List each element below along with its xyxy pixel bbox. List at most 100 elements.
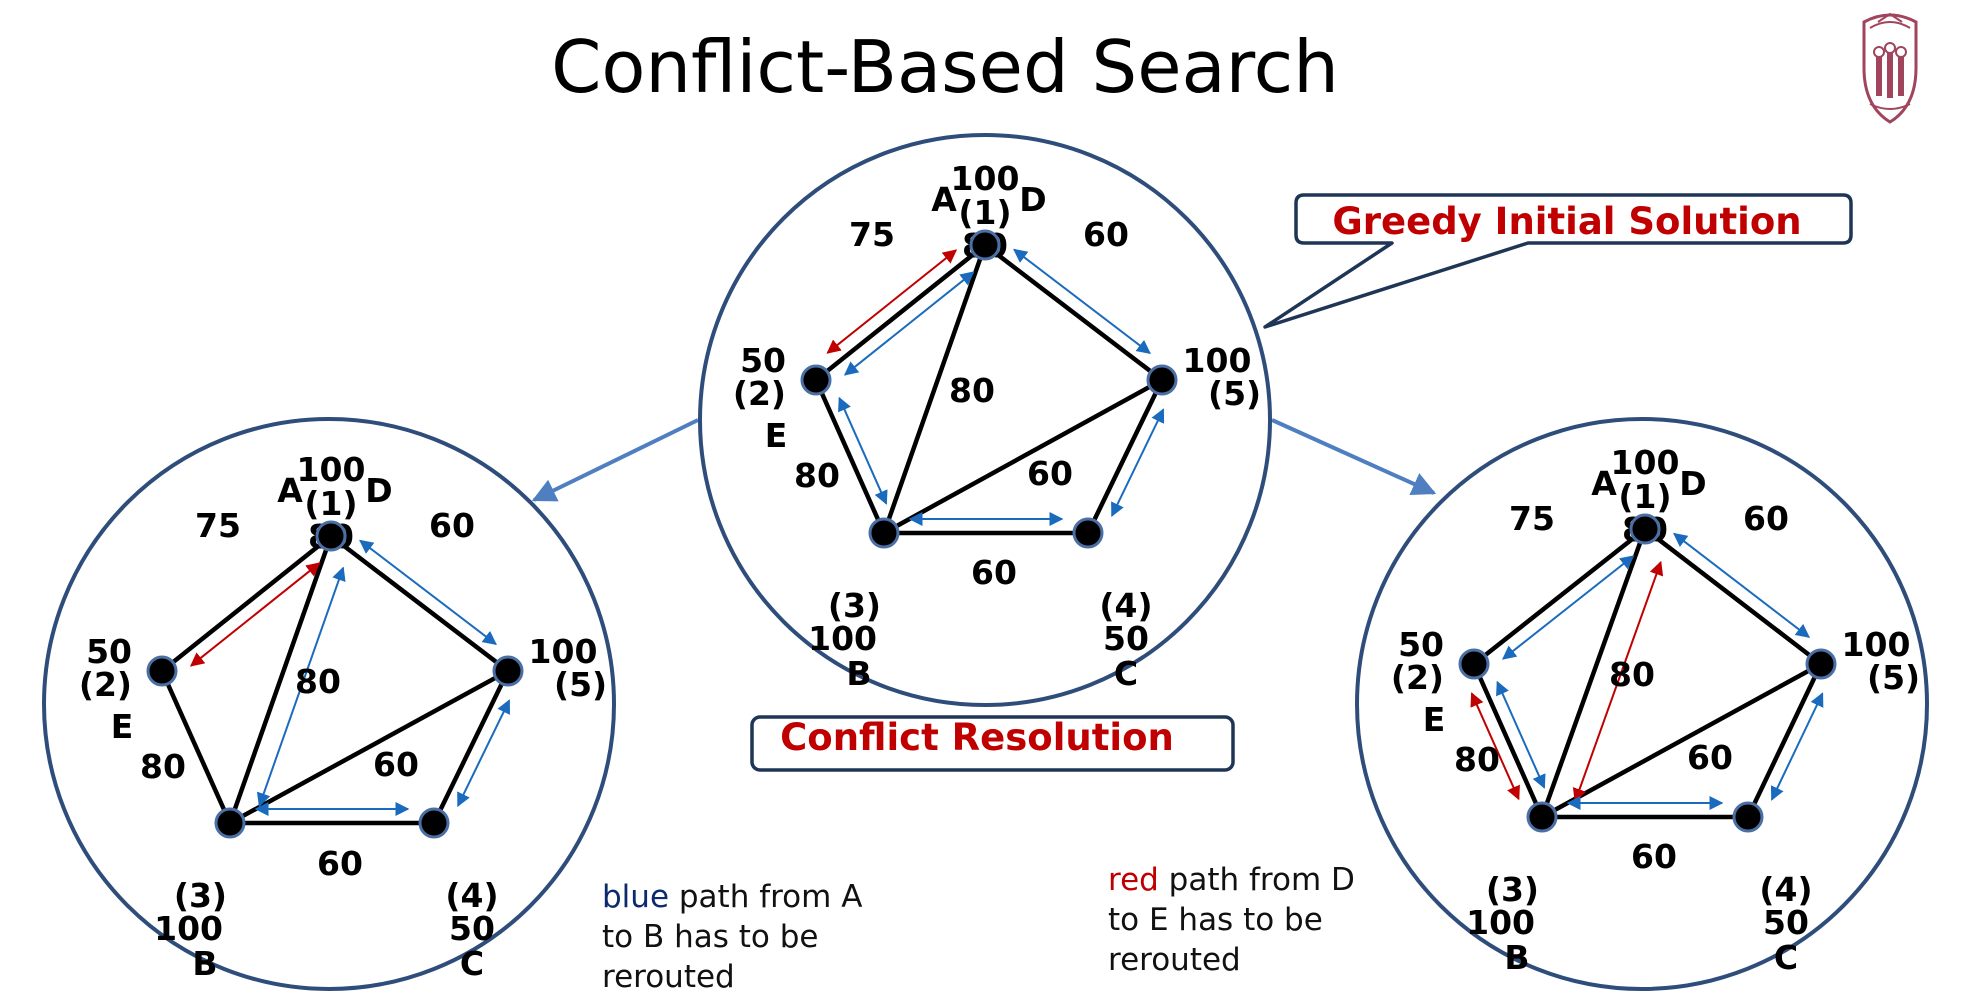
seal-logo	[1862, 12, 1918, 124]
red-path-1-3	[1572, 560, 1664, 803]
edge-5-4	[1085, 379, 1165, 534]
node-3	[868, 517, 900, 549]
node-3-agent: B	[846, 654, 871, 693]
node-4	[1732, 801, 1764, 833]
root-node-circle	[698, 133, 1272, 707]
edge-weight-1-2: 75	[1509, 499, 1555, 538]
edge-1-5	[329, 534, 510, 673]
blue-path-1-5	[359, 539, 497, 645]
node-5-num: (5)	[554, 665, 607, 704]
greedy-callout: Greedy Initial Solution	[1263, 193, 1853, 329]
red-path-1-2	[826, 249, 958, 354]
node-4-cap: 50	[449, 909, 495, 948]
node-1	[969, 229, 1001, 261]
node-4	[418, 807, 450, 839]
blue-path-5-4	[1770, 692, 1824, 801]
node-5-num: (5)	[1208, 374, 1261, 413]
node-1-agent: A	[277, 471, 303, 510]
note-right-line2: to E has to be	[1108, 902, 1323, 938]
node-1-num: (1)	[958, 193, 1011, 232]
edge-5-4	[1745, 663, 1824, 818]
page-title: Conflict-Based Search	[551, 25, 1339, 109]
red-path-2-3	[1470, 692, 1520, 801]
node-4-num: (4)	[1099, 586, 1152, 625]
node-3	[1526, 801, 1558, 833]
edge-weight-3-5: 60	[1687, 738, 1733, 777]
node-2-agent: E	[1423, 700, 1446, 739]
conflict-resolution-box: Conflict Resolution	[750, 715, 1235, 772]
node-4-cap: 50	[1103, 619, 1149, 658]
node-2	[146, 655, 178, 687]
node-2-num: (2)	[1391, 658, 1444, 697]
blue-path-1-5	[1013, 248, 1151, 354]
node-3-num: (3)	[174, 876, 227, 915]
node-5-cap: 100	[1842, 625, 1911, 664]
graph-root: 75608080608060(1)100AD(2)50E(3)100B(4)50…	[733, 159, 1261, 693]
note-left-highlight: blue	[602, 879, 669, 915]
note-left-line3: rerouted	[602, 959, 735, 995]
branch-arrow-left	[531, 418, 699, 502]
node-3-num: (3)	[828, 586, 881, 625]
node-5	[492, 655, 524, 687]
node-1-num: (1)	[304, 484, 357, 523]
left-child-circle	[42, 417, 616, 991]
node-2-agent: E	[765, 416, 788, 455]
edge-weight-1-5: 60	[429, 506, 475, 545]
node-3	[214, 807, 246, 839]
edge-weight-2-3: 80	[140, 747, 186, 786]
node-1-agent: A	[1591, 464, 1617, 503]
blue-path-2-3	[838, 396, 888, 505]
conflict-resolution-label: Conflict Resolution	[780, 716, 1174, 759]
node-3-cap: 100	[1466, 903, 1535, 942]
edge-2-3	[159, 670, 233, 824]
blue-path-1-5	[1673, 532, 1811, 638]
edge-3-5	[882, 378, 1164, 535]
node-4	[1072, 517, 1104, 549]
node-1-cap: 100	[297, 450, 366, 489]
node-2-agent: E	[111, 707, 134, 746]
node-1	[1629, 513, 1661, 545]
node-3-agent: B	[1504, 938, 1529, 977]
branch-arrow-right	[1271, 418, 1437, 496]
edge-1-5	[983, 243, 1164, 382]
edge-weight-1-5: 60	[1083, 215, 1129, 254]
edge-5-4	[431, 670, 511, 824]
edge-weight-1-2: 75	[849, 215, 895, 254]
node-1-cap: 100	[951, 159, 1020, 198]
edge-weight-3-5: 60	[373, 745, 419, 784]
edge-weight-1-3: 80	[949, 371, 995, 410]
note-left-line1: blue path from A	[602, 879, 862, 915]
node-5	[1805, 648, 1837, 680]
node-4-agent: C	[1774, 938, 1798, 977]
node-3-agent: B	[192, 944, 217, 983]
blue-path-5-4	[1111, 408, 1165, 517]
node-4-cap: 50	[1763, 903, 1809, 942]
edge-weight-1-3: 80	[1609, 655, 1655, 694]
node-2-cap: 50	[1398, 625, 1444, 664]
node-2	[800, 364, 832, 396]
node-1-agent: A	[931, 180, 957, 219]
node-2	[1458, 648, 1490, 680]
blue-path-1-2	[1501, 555, 1635, 660]
node-3-cap: 100	[154, 909, 223, 948]
edge-weight-3-4: 60	[317, 844, 363, 883]
edge-1-5	[1643, 527, 1823, 666]
node-1-extra: D	[365, 471, 392, 510]
node-1-extra: D	[1679, 464, 1706, 503]
node-1-num: (1)	[1618, 477, 1671, 516]
note-left-line2: to B has to be	[602, 919, 818, 955]
node-3-cap: 100	[808, 619, 877, 658]
edge-3-5	[1540, 662, 1823, 819]
note-right-line1: red path from D	[1108, 862, 1355, 898]
edge-weight-2-3: 80	[794, 456, 840, 495]
node-5-cap: 100	[529, 632, 598, 671]
node-2-cap: 50	[86, 632, 132, 671]
edge-3-5	[228, 669, 510, 825]
node-3-num: (3)	[1486, 870, 1539, 909]
edge-weight-1-5: 60	[1743, 499, 1789, 538]
node-5-cap: 100	[1183, 341, 1252, 380]
edge-weight-3-4: 60	[1631, 837, 1677, 876]
edge-weight-1-2: 75	[195, 506, 241, 545]
node-1-extra: D	[1019, 180, 1046, 219]
node-5	[1146, 364, 1178, 396]
